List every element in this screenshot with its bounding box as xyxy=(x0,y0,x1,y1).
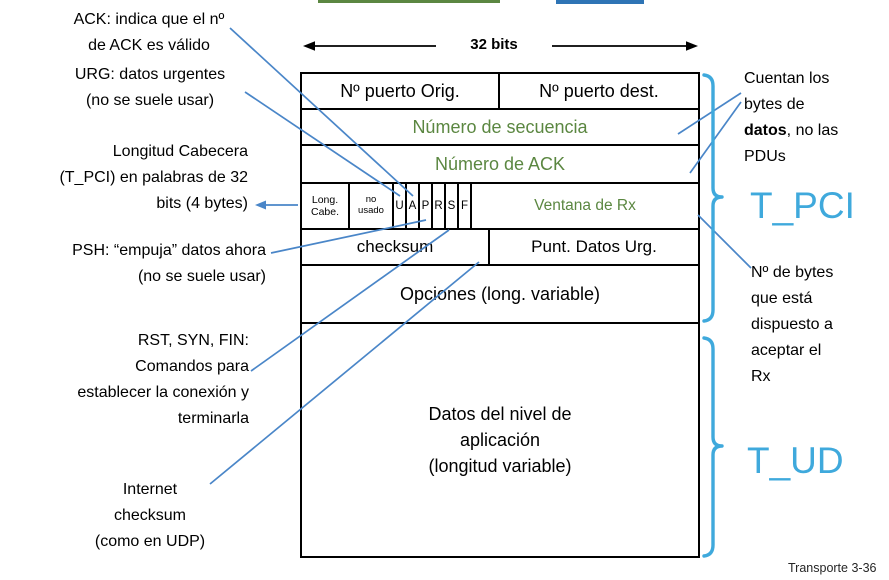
label-t-ud: T_UD xyxy=(747,440,844,481)
field-options: Opciones (long. variable) xyxy=(399,283,601,304)
note-header-length: Longitud Cabecera (T_PCI) en palabras de… xyxy=(59,143,248,212)
note-psh: PSH: “empuja” datos ahora (no se suele u… xyxy=(72,242,266,285)
row-ack-number: Número de ACK xyxy=(302,146,698,184)
note-byte-counting: Cuentan los bytes de datos, no las PDUs xyxy=(744,66,884,170)
label-t-pci: T_PCI xyxy=(750,185,855,226)
flag-syn: S xyxy=(446,184,459,228)
row-options: Opciones (long. variable) xyxy=(302,266,698,324)
row-sequence-number: Número de secuencia xyxy=(302,110,698,146)
flag-urg: U xyxy=(394,184,407,228)
note-internet-checksum: Internet checksum (como en UDP) xyxy=(94,481,206,550)
tcp-header-table: Nº puerto Orig. Nº puerto dest. Número d… xyxy=(300,72,700,558)
row-checksum: checksum Punt. Datos Urg. xyxy=(302,230,698,266)
field-unused: no usado xyxy=(350,184,394,228)
field-rx-window: Ventana de Rx xyxy=(534,197,636,214)
note-rx-window-bytes: Nº de bytes que está dispuesto a aceptar… xyxy=(751,264,834,385)
note-byte-counting-pre: Cuentan los bytes de xyxy=(744,70,830,113)
clipped-title-fragment xyxy=(318,0,500,3)
field-source-port: Nº puerto Orig. xyxy=(302,74,500,108)
field-checksum: checksum xyxy=(302,230,490,264)
flag-psh: P xyxy=(420,184,433,228)
field-sequence-number: Número de secuencia xyxy=(412,116,588,137)
field-dest-port: Nº puerto dest. xyxy=(539,80,659,101)
t-pci-brace xyxy=(702,73,724,323)
slide-footer: Transporte 3-36 xyxy=(788,561,877,575)
flag-rst: R xyxy=(433,184,446,228)
clipped-title-fragment xyxy=(556,0,644,4)
note-urg: URG: datos urgentes (no se suele usar) xyxy=(74,66,226,109)
connector-rx-window-line xyxy=(697,214,752,269)
field-urgent-pointer: Punt. Datos Urg. xyxy=(531,237,657,256)
row-application-data: Datos del nivel de aplicación (longitud … xyxy=(302,324,698,556)
field-ack-number: Número de ACK xyxy=(434,153,566,174)
connector-header-length-arrowhead xyxy=(255,200,266,210)
note-ack: ACK: indica que el nº de ACK es válido xyxy=(73,11,225,54)
flag-fin: F xyxy=(459,184,472,228)
field-application-data: Datos del nivel de aplicación (longitud … xyxy=(428,403,572,477)
note-rst-syn-fin: RST, SYN, FIN: Comandos para establecer … xyxy=(77,332,249,427)
bits-arrow-left-head xyxy=(303,41,315,51)
t-ud-brace xyxy=(702,336,724,558)
bits-arrow-right-head xyxy=(686,41,698,51)
note-byte-counting-post: , no las PDUs xyxy=(744,121,839,165)
row-flags: Long. Cabe. no usado U A P R S F Ventana… xyxy=(302,184,698,230)
bits-width-label: 32 bits xyxy=(470,36,518,53)
field-header-length: Long. Cabe. xyxy=(302,184,350,228)
flag-ack: A xyxy=(407,184,420,228)
row-ports: Nº puerto Orig. Nº puerto dest. xyxy=(302,74,698,110)
note-byte-counting-bold: datos xyxy=(744,121,787,139)
